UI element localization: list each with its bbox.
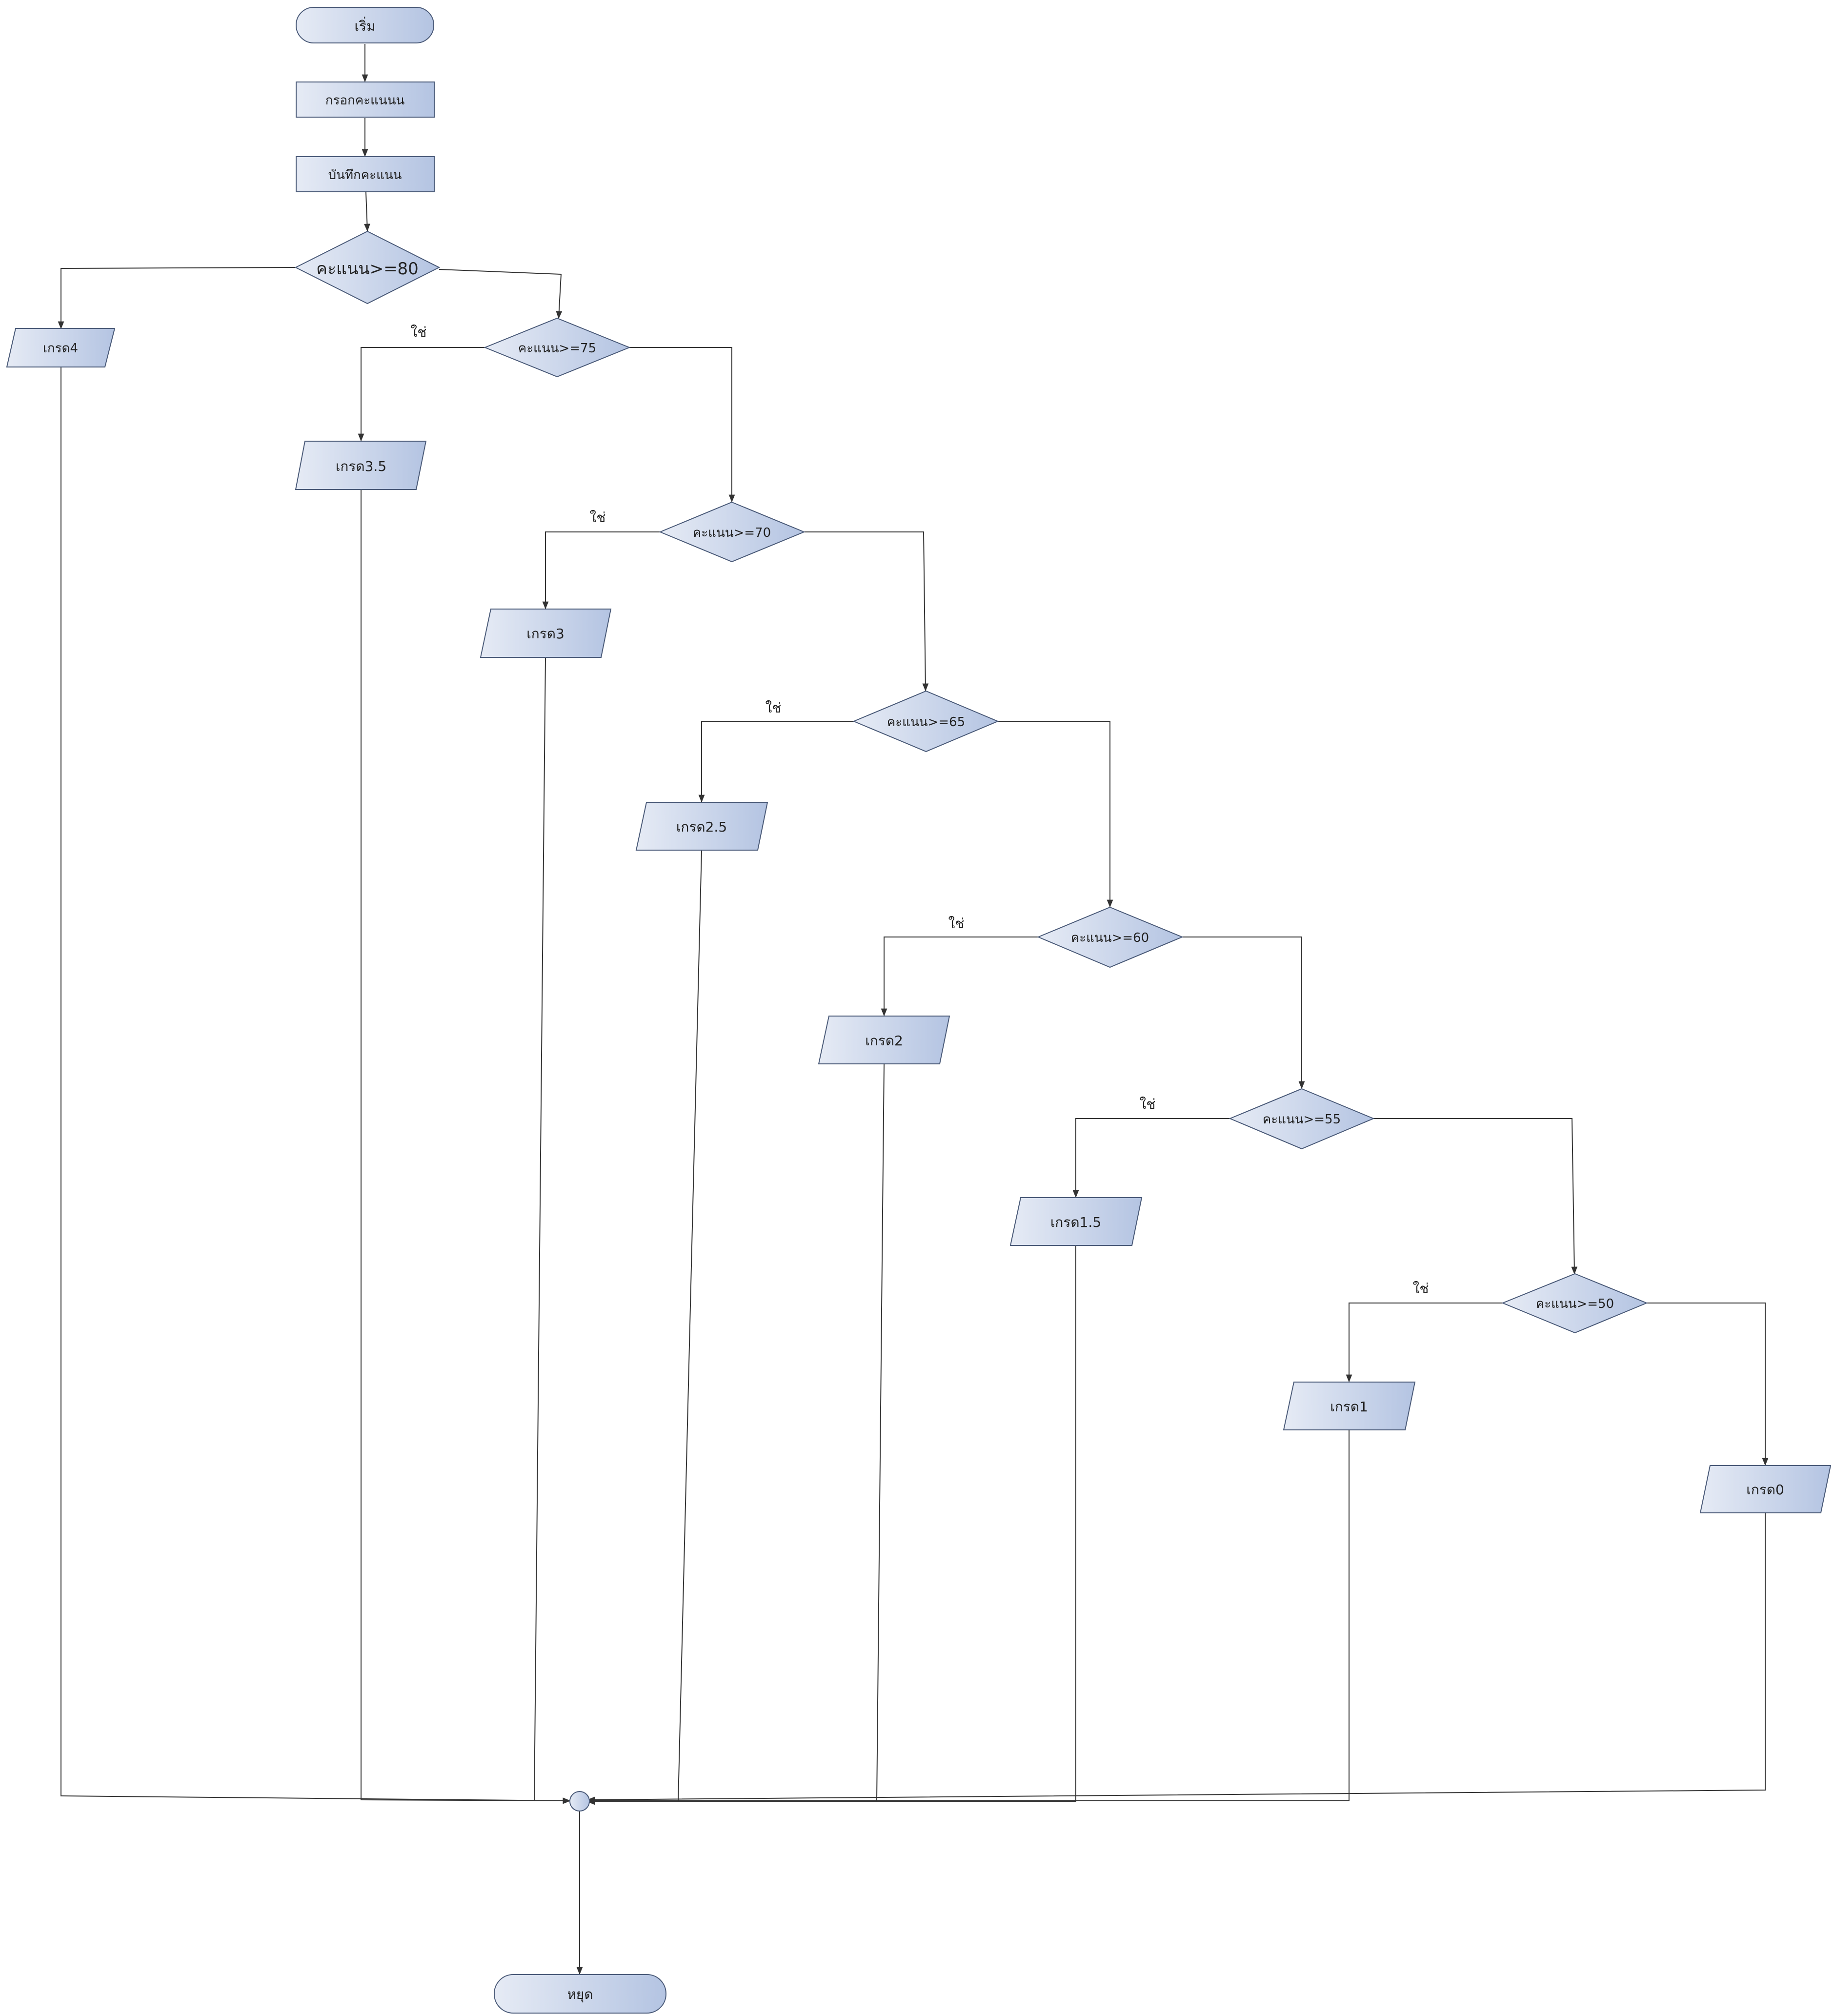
connectors <box>58 44 1769 1975</box>
decision-score-75-label: คะแนน>=75 <box>518 341 596 356</box>
yes-label-75: ใช่ <box>411 324 427 340</box>
decision-score-60[interactable]: คะแนน>=60 <box>1037 906 1184 968</box>
edge-d70-g3 <box>542 531 660 610</box>
decision-score-55-label: คะแนน>=55 <box>1263 1112 1341 1127</box>
grade-1-output[interactable]: เกรด1 <box>1283 1382 1416 1430</box>
grade-2-output[interactable]: เกรด2 <box>818 1016 950 1064</box>
grade-2-label: เกรด2 <box>865 1033 903 1049</box>
input-score-label: กรอกคะแนนน <box>325 93 405 108</box>
grade-4-output[interactable]: เกรด4 <box>6 328 116 367</box>
yes-label-70: ใช่ <box>590 509 606 526</box>
start-terminator[interactable]: เริ่ม <box>296 7 434 43</box>
decision-score-50[interactable]: คะแนน>=50 <box>1501 1273 1648 1334</box>
edge-d75-d70 <box>629 347 735 503</box>
stop-label: หยุด <box>567 1986 593 2003</box>
decision-score-55[interactable]: คะแนน>=55 <box>1229 1088 1375 1150</box>
edge-d80-g4 <box>58 267 296 329</box>
yes-label-60: ใช่ <box>948 916 965 932</box>
decision-score-60-label: คะแนน>=60 <box>1071 931 1149 945</box>
edge-d55-d50 <box>1373 1118 1578 1275</box>
decision-score-80-label: คะแนน>=80 <box>316 259 419 279</box>
grade-1-5-label: เกรด1.5 <box>1050 1214 1101 1230</box>
edge-d60-d55 <box>1182 937 1305 1089</box>
stop-terminator[interactable]: หยุด <box>494 1974 666 2014</box>
edge-d65-d60 <box>998 721 1113 908</box>
edge-d70-d65 <box>804 531 929 692</box>
grade-3-5-label: เกรด3.5 <box>336 458 386 474</box>
yes-label-55: ใช่ <box>1140 1096 1156 1112</box>
grade-0-output[interactable]: เกรด0 <box>1699 1465 1832 1513</box>
grade-1-5-output[interactable]: เกรด1.5 <box>1009 1197 1143 1246</box>
input-score-process[interactable]: กรอกคะแนนน <box>296 81 435 118</box>
edge-g15-merge <box>587 1245 1076 1805</box>
edge-g35-merge <box>361 489 571 1804</box>
decision-score-70[interactable]: คะแนน>=70 <box>659 501 806 563</box>
edge-d50-g1 <box>1346 1303 1503 1383</box>
edge-g0-merge <box>587 1513 1766 1803</box>
grade-3-5-output[interactable]: เกรด3.5 <box>295 441 427 490</box>
edge-g4-merge <box>60 367 571 1804</box>
grade-0-label: เกรด0 <box>1746 1482 1784 1498</box>
yes-label-50: ใช่ <box>1413 1281 1429 1297</box>
save-score-label: บันทึกคะแนน <box>328 168 402 183</box>
grade-3-output[interactable]: เกรด3 <box>480 609 612 658</box>
edge-d55-g15 <box>1072 1118 1229 1198</box>
decision-score-65-label: คะแนน>=65 <box>887 715 965 730</box>
edge-d50-g0 <box>1647 1303 1769 1466</box>
merge-connector[interactable] <box>569 1791 590 1812</box>
edge-g25-merge <box>571 850 702 1801</box>
decision-score-70-label: คะแนน>=70 <box>693 526 771 540</box>
edge-g3-merge <box>533 657 571 1804</box>
decision-score-75[interactable]: คะแนน>=75 <box>484 317 631 378</box>
edge-g1-merge <box>587 1430 1350 1804</box>
grade-4-label: เกรด4 <box>43 341 78 356</box>
edge-save-d80 <box>364 192 370 232</box>
edge-g2-merge <box>587 1063 885 1804</box>
decision-score-65[interactable]: คะแนน>=65 <box>852 690 999 753</box>
yes-label-65: ใช่ <box>766 700 782 716</box>
edge-d75-g35 <box>358 347 484 442</box>
save-score-process[interactable]: บันทึกคะแนน <box>296 156 435 192</box>
start-label: เริ่ม <box>354 17 375 34</box>
grade-3-label: เกรด3 <box>526 626 564 642</box>
grade-2-5-output[interactable]: เกรด2.5 <box>635 802 768 851</box>
decision-score-80[interactable]: คะแนน>=80 <box>294 230 441 305</box>
edge-d60-g2 <box>881 937 1038 1017</box>
grade-2-5-label: เกรด2.5 <box>676 819 727 835</box>
grade-1-label: เกรด1 <box>1330 1399 1368 1415</box>
edge-d80-d75 <box>439 269 563 319</box>
edge-d65-g25 <box>698 721 854 803</box>
decision-score-50-label: คะแนน>=50 <box>1536 1297 1614 1311</box>
